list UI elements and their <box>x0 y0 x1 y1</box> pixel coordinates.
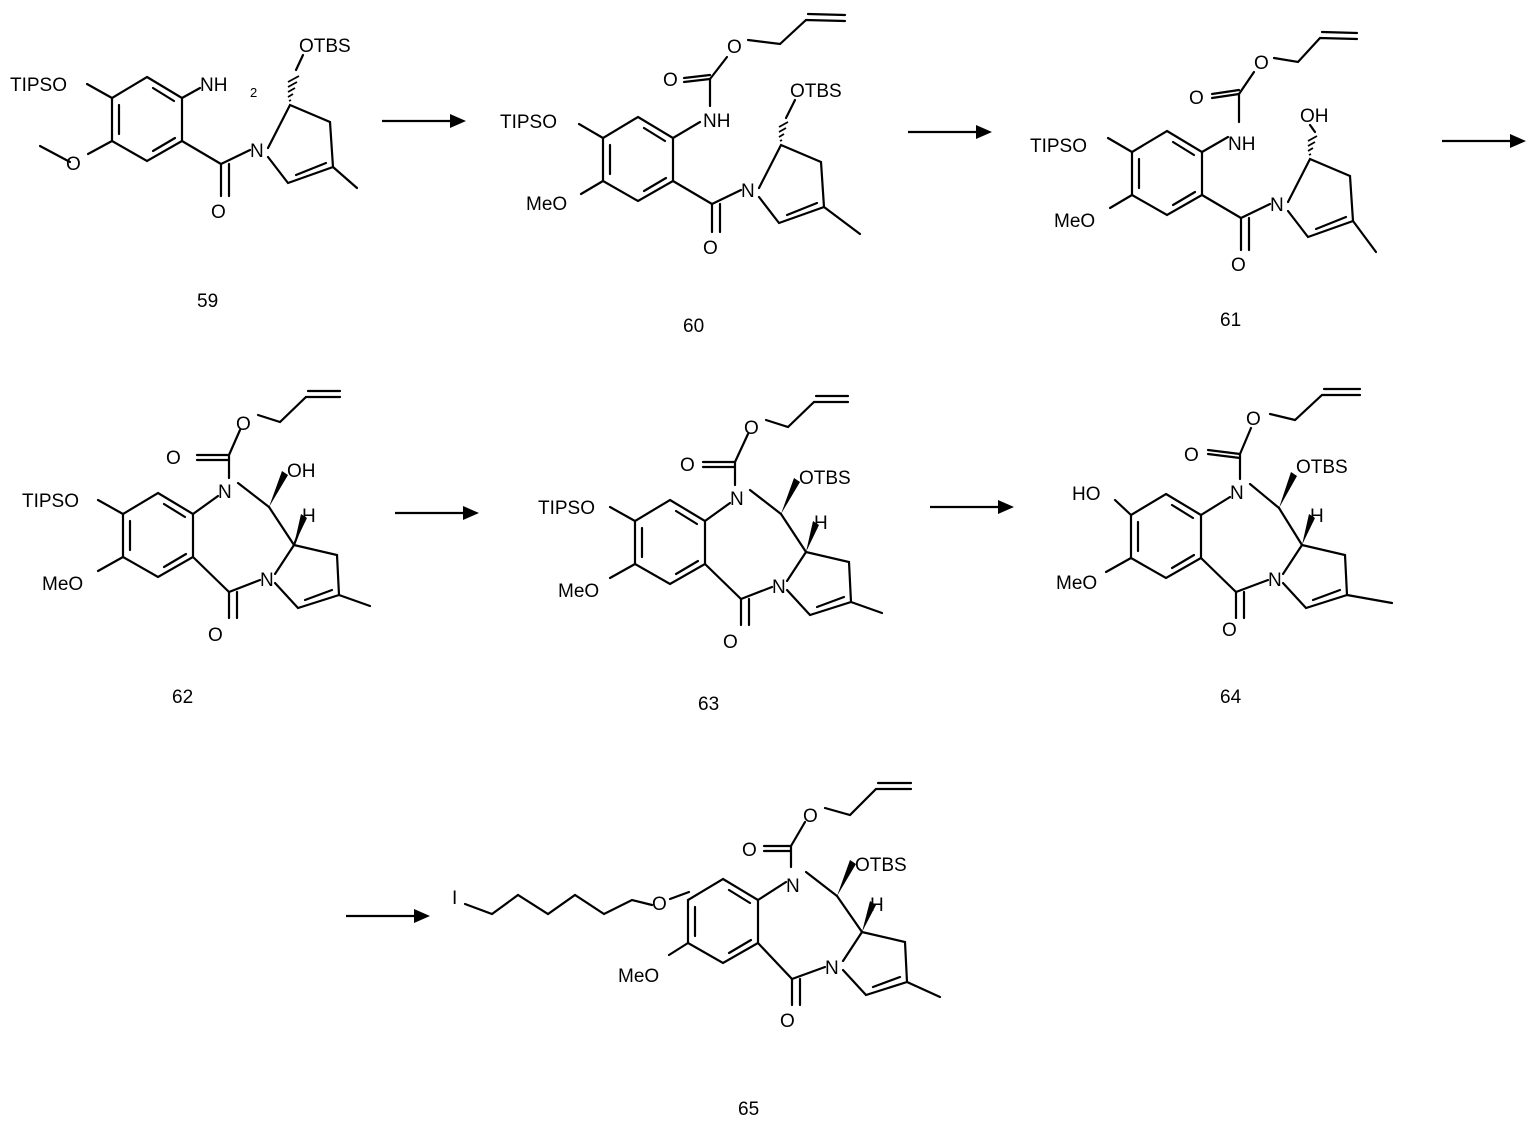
carbamate-o-label: O <box>663 70 678 91</box>
meo-label: MeO <box>42 574 83 595</box>
amide-n-label: N <box>741 181 755 202</box>
wedge-bond <box>781 478 800 514</box>
amide-n-label: N <box>1270 195 1284 216</box>
compound-number-60: 60 <box>683 316 704 337</box>
otbs-label: OTBS <box>855 855 907 876</box>
carbamate-o-label: O <box>166 448 181 469</box>
ester-o-label: O <box>727 37 742 58</box>
otbs-label: OTBS <box>790 81 842 102</box>
compound-62: TIPSO MeO N N OH H O O O 62 <box>22 391 370 708</box>
compound-65: I O MeO N N OTBS H O O O 65 <box>452 783 940 1120</box>
h-label: H <box>870 895 884 916</box>
meo-label: MeO <box>526 194 567 215</box>
amide-o-label: O <box>703 238 718 259</box>
lactam-o-label: O <box>723 632 738 653</box>
ester-o-label: O <box>744 418 759 439</box>
compound-number-62: 62 <box>172 687 193 708</box>
meo-label: MeO <box>1054 211 1095 232</box>
wedge-bond <box>269 471 288 507</box>
n4-label: N <box>1268 570 1282 591</box>
compound-number-63: 63 <box>698 694 719 715</box>
meo-label: MeO <box>618 966 659 987</box>
otbs-label: OTBS <box>299 36 351 57</box>
compound-63: TIPSO MeO N N OTBS H O O O 63 <box>538 396 882 715</box>
hashed-wedge-bond <box>288 76 299 101</box>
tipso-label: TIPSO <box>10 75 67 96</box>
n10-label: N <box>786 876 800 897</box>
ester-o-label: O <box>803 806 818 827</box>
nh-label: NH <box>1228 134 1255 155</box>
n4-label: N <box>825 958 839 979</box>
carbamate-o-label: O <box>742 840 757 861</box>
compound-64: HO MeO N N OTBS H O O O 64 <box>1056 389 1392 708</box>
h-label: H <box>814 513 828 534</box>
compound-number-61: 61 <box>1220 310 1241 331</box>
hashed-wedge-bond <box>779 122 788 141</box>
h-label: H <box>302 506 316 527</box>
ester-o-label: O <box>1246 409 1261 430</box>
ester-o-label: O <box>1254 53 1269 74</box>
reaction-arrow-2 <box>908 125 992 139</box>
otbs-label: OTBS <box>799 468 851 489</box>
lactam-o-label: O <box>1222 620 1237 641</box>
tipso-label: TIPSO <box>22 491 79 512</box>
oh-label: OH <box>287 461 316 482</box>
reaction-arrow-6 <box>346 909 430 923</box>
lactam-o-label: O <box>208 625 223 646</box>
ether-o-label: O <box>652 894 667 915</box>
amide-o-label: O <box>211 202 226 223</box>
nh2-subscript: 2 <box>250 85 257 100</box>
h-label: H <box>1310 506 1324 527</box>
carbamate-o-label: O <box>1184 445 1199 466</box>
oh-label: OH <box>1300 106 1329 127</box>
n4-label: N <box>260 570 274 591</box>
ester-o-label: O <box>236 414 251 435</box>
amide-o-label: O <box>1231 255 1246 276</box>
reaction-arrow-4 <box>395 506 479 520</box>
wedge-bond <box>837 860 856 896</box>
reaction-arrow-1 <box>382 114 466 128</box>
compound-61: TIPSO MeO NH OH N O O O 61 <box>1030 32 1376 331</box>
meo-label: MeO <box>558 581 599 602</box>
n10-label: N <box>218 482 232 503</box>
tipso-label: TIPSO <box>1030 136 1087 157</box>
compound-number-64: 64 <box>1220 687 1242 708</box>
otbs-label: OTBS <box>1296 457 1348 478</box>
reaction-arrow-3 <box>1442 134 1526 148</box>
amide-n-label: N <box>250 141 264 162</box>
ho-label: HO <box>1072 484 1101 505</box>
tipso-label: TIPSO <box>538 498 595 519</box>
carbamate-o-label: O <box>1189 88 1204 109</box>
n10-label: N <box>1230 483 1244 504</box>
compound-number-65: 65 <box>738 1099 759 1120</box>
compound-60: TIPSO MeO NH OTBS N O O O 60 <box>500 14 860 337</box>
methoxy-o-label: O <box>66 154 81 175</box>
nh-label: NH <box>703 111 730 132</box>
meo-label: MeO <box>1056 573 1097 594</box>
compound-number-59: 59 <box>197 291 218 312</box>
carbamate-o-label: O <box>680 455 695 476</box>
iodine-label: I <box>452 888 457 909</box>
n10-label: N <box>730 489 744 510</box>
tipso-label: TIPSO <box>500 112 557 133</box>
lactam-o-label: O <box>780 1011 795 1032</box>
n4-label: N <box>772 577 786 598</box>
reaction-arrow-5 <box>930 500 1014 514</box>
wedge-bond <box>1279 472 1297 508</box>
hashed-wedge-bond <box>1308 136 1317 155</box>
nh2-label: NH <box>200 75 227 96</box>
compound-59: TIPSO NH 2 OTBS O N O 59 <box>10 36 357 312</box>
